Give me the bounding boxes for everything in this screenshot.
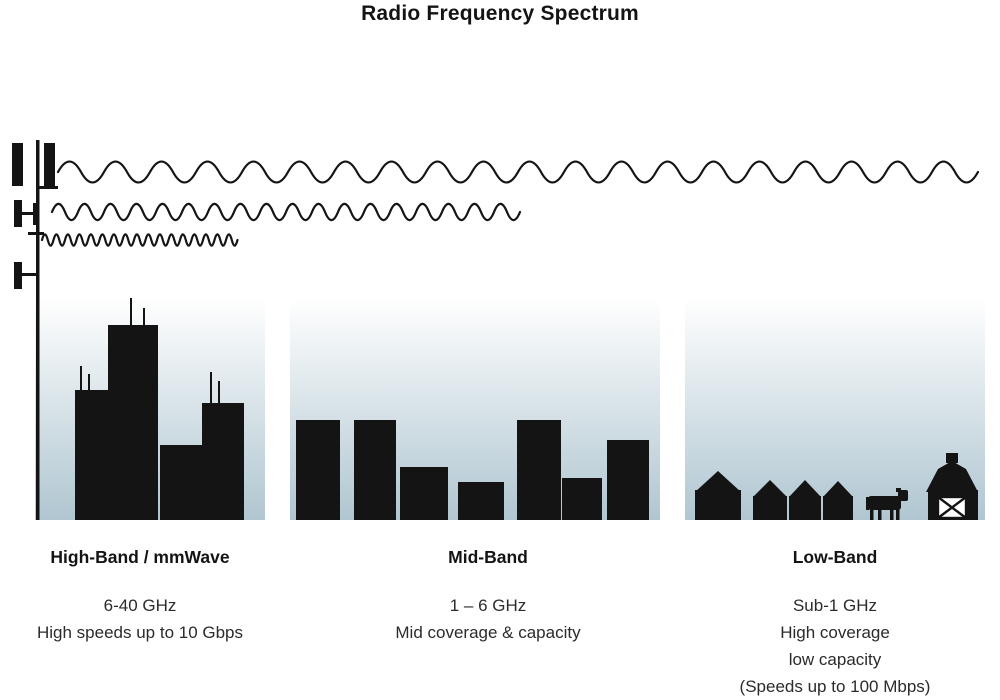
band-label-mid: Mid-Band [448,547,528,567]
medium-wave-icon [50,202,522,222]
diagram-title: Radio Frequency Spectrum [361,2,639,25]
long-wave-icon [56,160,980,184]
band-desc-line: low capacity [788,650,882,669]
spectrum-graphic [12,140,985,520]
band-label-high: High-Band / mmWave [50,547,230,567]
band-column-mid: Mid-Band 1 – 6 GHz Mid coverage & capaci… [318,548,658,646]
short-wave-icon [40,233,239,247]
band-frequency-low: Sub-1 GHz [792,596,878,615]
house-icon [823,481,853,520]
band-column-high: High-Band / mmWave 6-40 GHz High speeds … [10,548,270,646]
band-desc-line: (Speeds up to 100 Mbps) [739,677,931,696]
band-frequency-mid: 1 – 6 GHz [449,596,527,615]
cow-icon [866,488,908,520]
band-desc-line: High speeds up to 10 Gbps [36,623,244,642]
band-desc-line: Mid coverage & capacity [395,623,581,642]
band-column-low: Low-Band Sub-1 GHz High coverage low cap… [685,548,985,700]
cell-tower-icon [12,140,58,520]
city-skyline-icon [75,298,244,520]
band-desc-line: High coverage [780,623,890,642]
barn-icon [926,453,978,520]
band-frequency-high: 6-40 GHz [103,596,177,615]
town-skyline-icon [296,420,649,520]
band-label-low: Low-Band [792,547,878,567]
house-icon [695,471,741,520]
house-icon [789,480,821,520]
rural-scene-icon [695,453,978,520]
house-icon [753,480,787,520]
